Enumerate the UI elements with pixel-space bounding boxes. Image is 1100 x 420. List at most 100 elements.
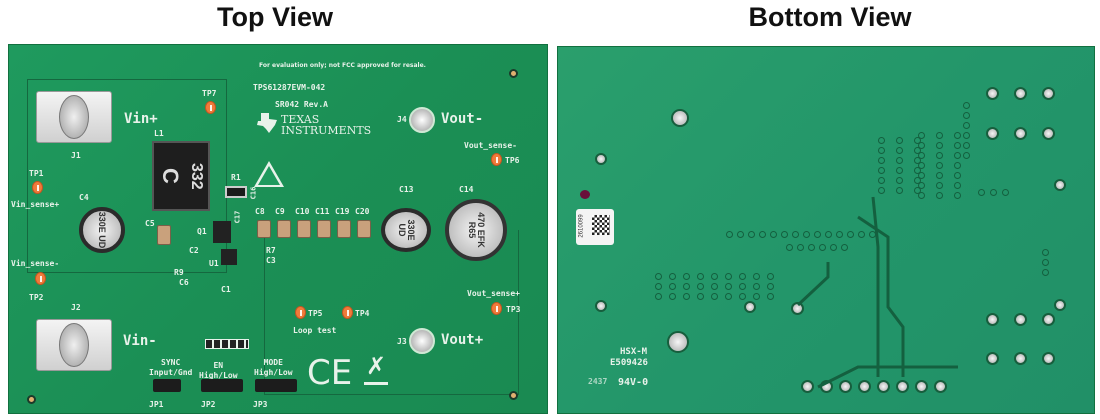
logo-line2: INSTRUMENTS xyxy=(281,124,372,137)
plated-hole xyxy=(744,301,756,313)
test-point-tp6[interactable] xyxy=(491,153,502,166)
mosfet-q1 xyxy=(213,221,231,243)
c6-label: C6 xyxy=(179,278,189,287)
capacitor-c19 xyxy=(337,220,351,238)
via xyxy=(963,142,970,149)
test-point-tp3[interactable] xyxy=(491,302,502,315)
via xyxy=(767,273,774,280)
ti-logo-text: TEXAS INSTRUMENTS xyxy=(281,114,371,136)
via xyxy=(753,273,760,280)
via xyxy=(847,231,854,238)
plated-hole xyxy=(671,109,689,127)
via xyxy=(726,231,733,238)
via xyxy=(936,162,943,169)
jumper-jp2[interactable] xyxy=(201,379,243,392)
via xyxy=(697,273,704,280)
terminal-pad xyxy=(986,87,999,100)
terminal-pad xyxy=(986,127,999,140)
ul-number: E509426 xyxy=(610,358,648,368)
via xyxy=(655,283,662,290)
inductor-marking: 332 xyxy=(188,162,205,190)
terminal-pad xyxy=(1014,313,1027,326)
via xyxy=(697,283,704,290)
via xyxy=(825,231,832,238)
terminal-pad xyxy=(1042,313,1055,326)
via xyxy=(914,177,921,184)
ce-mark: CE xyxy=(307,353,353,393)
via xyxy=(963,112,970,119)
plated-hole xyxy=(1054,299,1066,311)
vin-sense-minus-label: Vin_sense- xyxy=(11,259,60,268)
jumper-jp1[interactable] xyxy=(153,379,181,392)
via xyxy=(781,231,788,238)
via xyxy=(918,142,925,149)
bottom-view-title: Bottom View xyxy=(748,2,912,32)
via xyxy=(669,273,676,280)
vin-sense-plus-label: Vin_sense+ xyxy=(11,200,60,209)
via xyxy=(1042,269,1049,276)
via xyxy=(896,157,903,164)
via xyxy=(737,231,744,238)
via xyxy=(767,293,774,300)
via xyxy=(814,231,821,238)
via xyxy=(748,231,755,238)
r9-label: R9 xyxy=(174,268,184,277)
jp1-label: JP1 xyxy=(149,400,164,409)
via xyxy=(878,147,885,154)
via xyxy=(963,152,970,159)
resistor-array xyxy=(205,339,249,349)
jp2-line2: High/Low xyxy=(199,371,238,380)
j4-connector[interactable] xyxy=(409,107,435,133)
via xyxy=(954,172,961,179)
plated-hole xyxy=(595,153,607,165)
j3-connector[interactable] xyxy=(409,328,435,354)
jumper-jp3[interactable] xyxy=(255,379,297,392)
terminal-pad xyxy=(915,380,928,393)
plated-hole xyxy=(1054,179,1066,191)
jp2-desc: EN High/Low xyxy=(199,361,238,381)
tp2-label: TP2 xyxy=(29,293,44,302)
date-code: 2437 xyxy=(588,377,608,386)
via xyxy=(954,162,961,169)
via xyxy=(808,244,815,251)
u1-label: U1 xyxy=(209,259,219,268)
via xyxy=(878,177,885,184)
via xyxy=(711,283,718,290)
via xyxy=(841,244,848,251)
via xyxy=(963,132,970,139)
via xyxy=(655,273,662,280)
c3-label: C3 xyxy=(266,256,276,265)
screw-icon xyxy=(59,95,89,139)
via xyxy=(836,231,843,238)
terminal-pad xyxy=(877,380,890,393)
serial-label-sticker: 2610099 xyxy=(576,209,614,245)
cap-label-c8: C8 xyxy=(255,207,265,216)
via xyxy=(914,157,921,164)
test-point-tp5[interactable] xyxy=(295,306,306,319)
tp7-label: TP7 xyxy=(202,89,217,98)
via xyxy=(914,167,921,174)
plated-hole xyxy=(667,331,689,353)
via xyxy=(954,132,961,139)
via xyxy=(954,182,961,189)
l1-label: L1 xyxy=(154,129,164,138)
via xyxy=(878,157,885,164)
via xyxy=(669,293,676,300)
silkscreen-outline xyxy=(27,79,227,273)
tp5-label: TP5 xyxy=(308,309,323,318)
test-point-tp2[interactable] xyxy=(35,272,46,285)
test-point-tp1[interactable] xyxy=(32,181,43,194)
test-point-tp4[interactable] xyxy=(342,306,353,319)
capacitor-c14: 470 EFK R65 xyxy=(445,199,507,261)
resistor-r1 xyxy=(225,186,247,198)
via xyxy=(918,192,925,199)
via xyxy=(739,293,746,300)
mounting-hole xyxy=(509,69,518,78)
capacitor-c8 xyxy=(257,220,271,238)
via xyxy=(739,273,746,280)
loop-test-label: Loop test xyxy=(293,326,337,335)
test-point-tp7[interactable] xyxy=(205,101,216,114)
via xyxy=(896,147,903,154)
copper-traces xyxy=(796,196,958,389)
j4-label: J4 xyxy=(397,115,407,124)
